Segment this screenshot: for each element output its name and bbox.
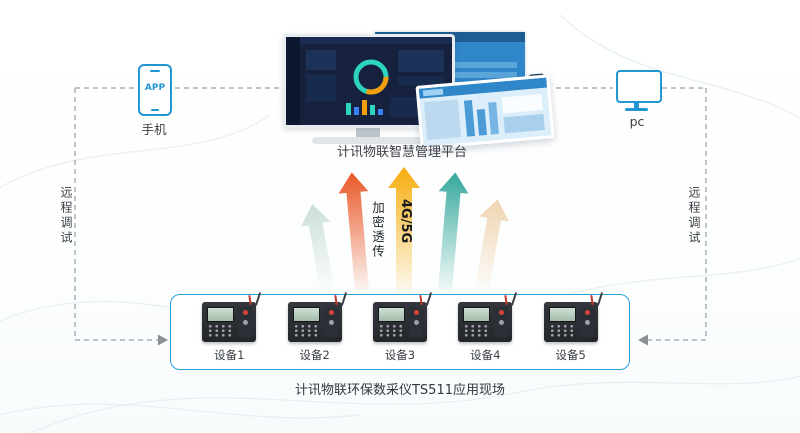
phone-caption: 手机 <box>141 122 167 137</box>
device-port <box>328 319 334 325</box>
device-image <box>372 291 433 342</box>
device-keypad <box>292 323 319 337</box>
device-keypad <box>463 323 490 337</box>
device-label: 设备1 <box>214 347 245 362</box>
pc-stand-neck <box>634 101 639 108</box>
device-slot: 设备4 <box>458 291 518 363</box>
site-caption: 计讯物联环保数采仪TS511应用现场 <box>294 383 505 398</box>
arrowhead-into-devices-right <box>638 334 648 346</box>
device-port <box>584 319 590 325</box>
antenna-icon <box>333 294 338 305</box>
phone-icon: APP <box>138 64 172 116</box>
remote-debug-label-left: 远程调试 <box>59 186 73 246</box>
device-keypad <box>207 323 234 337</box>
device-label: 设备4 <box>470 347 501 362</box>
network-4g5g-label: 4G/5G <box>398 199 413 244</box>
antenna-icon <box>255 291 262 306</box>
antenna-icon <box>589 294 594 305</box>
device-label: 设备3 <box>384 347 416 362</box>
phone-home-line <box>151 109 159 111</box>
device-slot: 设备2 <box>287 291 347 363</box>
device-slot: 设备5 <box>543 291 603 363</box>
upload-arrow-1 <box>300 204 334 290</box>
antenna-icon <box>340 291 347 306</box>
device-screen <box>292 306 320 322</box>
device-port <box>499 319 505 325</box>
device-label: 设备5 <box>555 347 586 362</box>
device-image <box>202 291 262 342</box>
device-port <box>413 319 419 325</box>
device-keypad <box>548 323 575 337</box>
device-image <box>287 291 347 342</box>
device-screen <box>377 306 405 322</box>
device-led <box>584 309 590 315</box>
device-label: 设备2 <box>299 347 330 362</box>
antenna-icon <box>425 291 433 306</box>
device-keypad <box>377 323 404 337</box>
devices-group-box: 设备1 设备2 设备3 <box>170 291 630 370</box>
upload-arrow-5 <box>475 199 509 290</box>
device-port <box>243 319 249 325</box>
antenna-icon <box>419 294 423 305</box>
antenna-icon <box>248 294 253 305</box>
device-slot: 设备3 <box>372 291 433 363</box>
arrowhead-into-devices-left <box>158 334 168 346</box>
device-led <box>499 309 505 315</box>
app-label: APP <box>144 83 166 93</box>
device-screen <box>463 306 491 322</box>
device-image <box>458 291 518 342</box>
upload-arrow-4 <box>438 172 469 291</box>
device-led <box>243 309 249 315</box>
pc-caption: pc <box>629 114 645 129</box>
dashboard-tablet <box>415 74 555 150</box>
encrypted-transmission-label: 加密透传 <box>370 201 385 259</box>
monitor-stand-base <box>312 137 424 144</box>
device-image <box>543 291 603 342</box>
phone-speaker-line <box>150 70 160 72</box>
remote-debug-label-right: 远程调试 <box>687 186 701 246</box>
antenna-icon <box>596 291 603 306</box>
device-led <box>413 309 419 315</box>
device-screen <box>548 306 576 322</box>
device-slot: 设备1 <box>202 291 262 363</box>
platform-caption: 计讯物联智慧管理平台 <box>336 145 467 160</box>
pc-stand-base <box>625 108 648 111</box>
device-screen <box>207 306 235 322</box>
device-led <box>328 309 334 315</box>
pc-monitor-icon <box>616 70 662 103</box>
antenna-icon <box>511 291 518 306</box>
antenna-icon <box>504 294 508 305</box>
